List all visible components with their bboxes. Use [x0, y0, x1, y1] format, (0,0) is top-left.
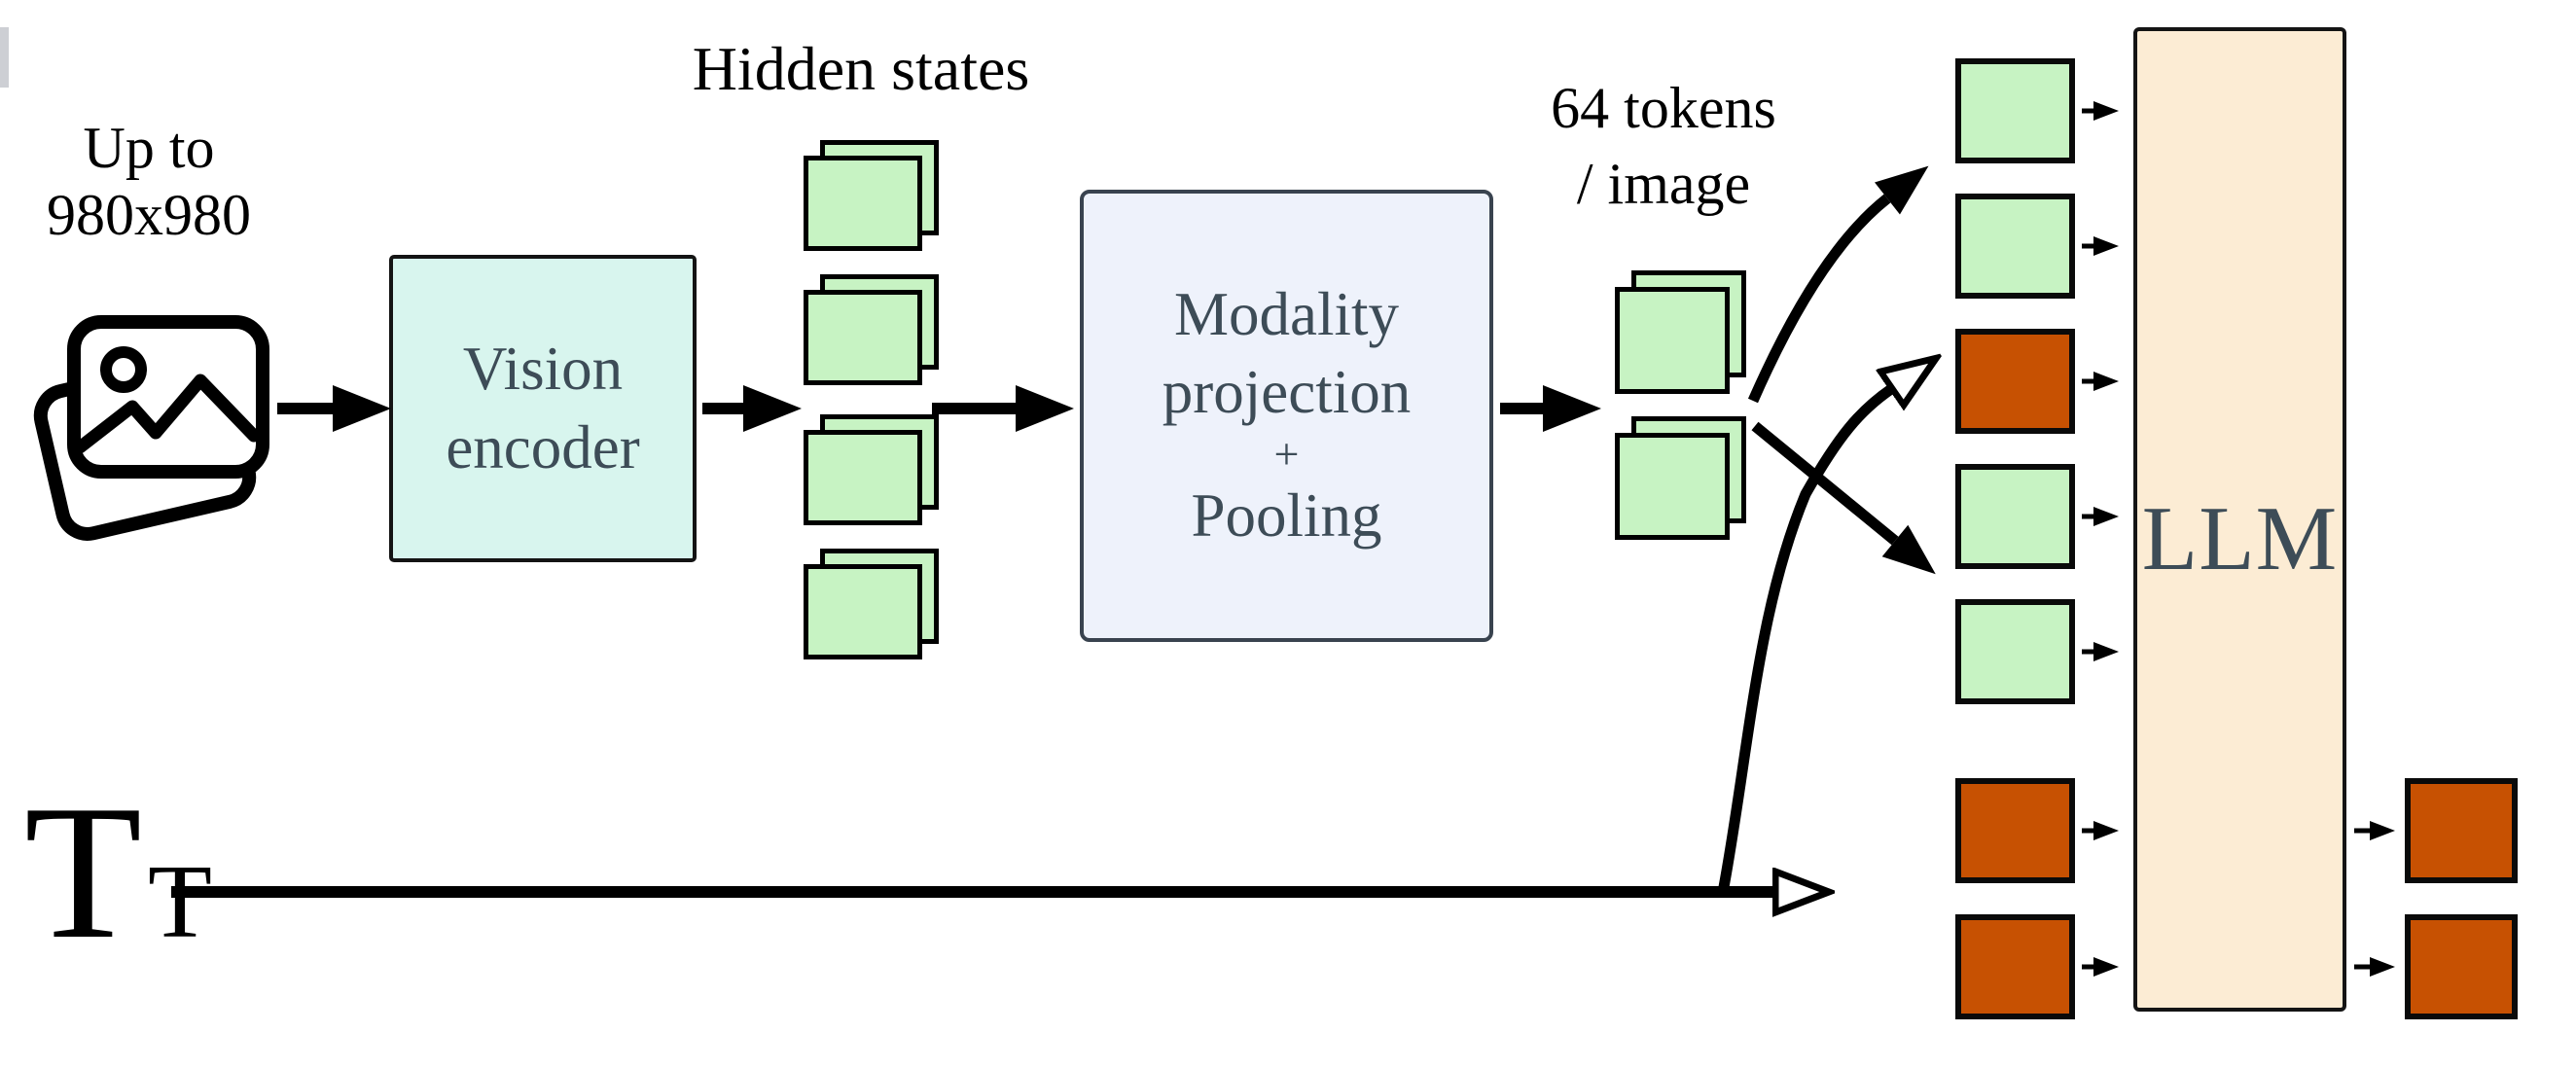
modality-label-line1: Modality	[1174, 280, 1399, 349]
token-4	[1955, 464, 2075, 569]
photo-stack-icon	[33, 315, 269, 541]
text-symbol-subscript: T	[147, 844, 212, 960]
token-6	[1955, 778, 2075, 883]
hidden-stack-2-front	[804, 290, 922, 385]
hidden-states-label: Hidden states	[692, 34, 1030, 103]
output-token-1	[2405, 778, 2518, 883]
pooled-tokens-label: 64 tokens / image	[1503, 70, 1824, 222]
modality-label-line4: Pooling	[1191, 481, 1382, 551]
hidden-stack-3-front	[804, 430, 922, 525]
modality-label-plus: +	[1273, 429, 1300, 480]
hidden-stack-1-front	[804, 156, 922, 251]
photo-front-frame	[67, 315, 269, 479]
token-1	[1955, 58, 2075, 163]
modality-label-line2: projection	[1162, 357, 1412, 426]
input-size-label: Up to 980x980	[27, 115, 270, 249]
vision-encoder-box: Vision encoder	[389, 255, 697, 562]
vision-encoder-label-line1: Vision	[462, 335, 624, 404]
photo-sun-circle	[100, 346, 147, 393]
text-input-symbol: TT	[24, 776, 212, 969]
token-7	[1955, 914, 2075, 1019]
text-symbol-main: T	[24, 765, 142, 979]
photo-back-frame	[33, 352, 257, 541]
input-size-line1: Up to	[83, 116, 215, 180]
input-size-line2: 980x980	[47, 183, 251, 247]
vision-encoder-label-line2: encoder	[446, 413, 640, 481]
token-3	[1955, 329, 2075, 434]
pooled-tokens-line1: 64 tokens	[1551, 76, 1776, 140]
token-2	[1955, 194, 2075, 299]
pooled-stack-1-front	[1615, 287, 1730, 394]
left-edge-artifact	[0, 27, 9, 88]
output-token-2	[2405, 914, 2518, 1019]
pooled-to-token1-curve	[1747, 165, 1929, 404]
llm-box: LLM	[2133, 27, 2346, 1012]
hidden-stack-4-front	[804, 564, 922, 659]
token-5	[1955, 599, 2075, 704]
text-to-token3-curve	[1718, 389, 1891, 888]
llm-label: LLM	[2141, 488, 2339, 589]
pooled-to-token5-arrow	[1751, 421, 1936, 575]
modality-projection-box: Modality projection + Pooling	[1080, 190, 1493, 642]
pooled-stack-2-front	[1615, 433, 1730, 540]
photo-mountain-path	[73, 374, 261, 454]
pooled-tokens-line2: / image	[1576, 152, 1751, 216]
